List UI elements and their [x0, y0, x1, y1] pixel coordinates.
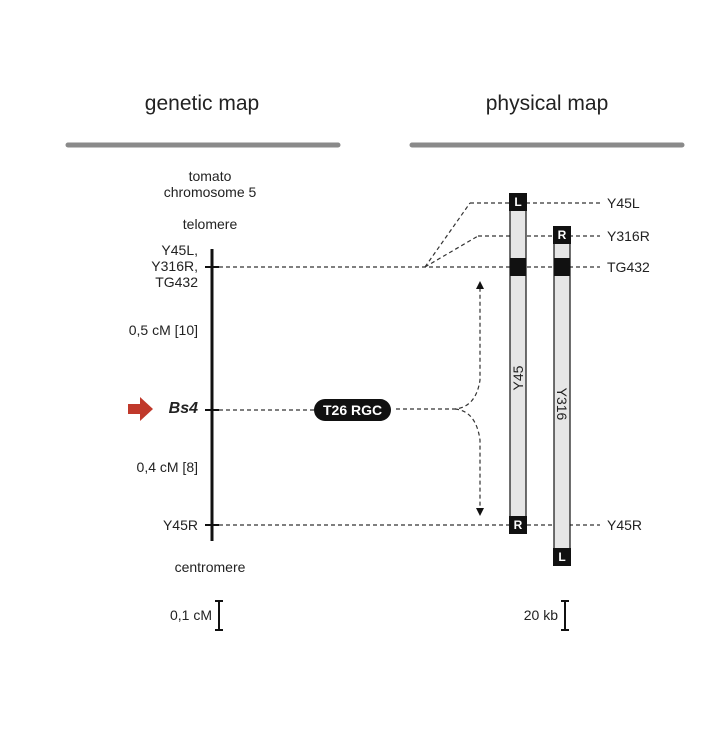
dashed-diagonal-y45l	[424, 202, 471, 268]
physical-scale-bar	[561, 600, 569, 631]
tg432-block-y45	[510, 258, 526, 276]
top-markers-label: Y45L, Y316R, TG432	[110, 242, 198, 290]
dashed-diagonal-y316r	[424, 235, 479, 268]
top-marker-tg432: TG432	[155, 274, 198, 290]
phys-label-y316r: Y316R	[607, 228, 650, 244]
clone-y45-top-end-badge: L	[509, 193, 527, 211]
physical-scale-label: 20 kb	[523, 607, 558, 623]
genetic-scale-label: 0,1 cM	[169, 607, 212, 623]
phys-label-y45l: Y45L	[607, 195, 640, 211]
clone-y45-name: Y45	[510, 365, 526, 391]
rgc-pill: T26 RGC	[314, 399, 392, 421]
physical-map-heading: physical map	[485, 92, 609, 115]
dashed-brace	[396, 281, 484, 410]
gene-pointer-arrow-icon	[128, 397, 153, 421]
clone-y45-bottom-end-badge: R	[509, 516, 527, 534]
clone-y316-top-end-badge: R	[553, 226, 571, 244]
bottom-marker-y45r: Y45R	[162, 517, 198, 533]
chromosome-label-line2: chromosome 5	[163, 184, 257, 200]
phys-label-tg432: TG432	[607, 259, 650, 275]
top-marker-y316r: Y316R,	[151, 258, 198, 274]
clone-y316-bottom-end-badge: L	[553, 548, 571, 566]
interval-top-label: 0,5 cM [10]	[128, 322, 198, 338]
centromere-label: centromere	[174, 559, 246, 575]
chromosome-label: tomato chromosome 5	[130, 168, 290, 200]
phys-label-y45r: Y45R	[607, 517, 643, 533]
top-marker-y45l: Y45L,	[161, 242, 198, 258]
clone-y316-name: Y316	[554, 387, 570, 421]
telomere-label: telomere	[182, 216, 238, 232]
genetic-map-heading: genetic map	[144, 92, 260, 115]
interval-bottom-label: 0,4 cM [8]	[136, 459, 198, 475]
gene-label-bs4: Bs4	[168, 400, 198, 417]
chromosome-label-line1: tomato	[188, 168, 232, 184]
dashed-brace-lower	[454, 408, 484, 516]
genetic-scale-bar	[215, 600, 223, 631]
tg432-block-y316	[554, 258, 570, 276]
